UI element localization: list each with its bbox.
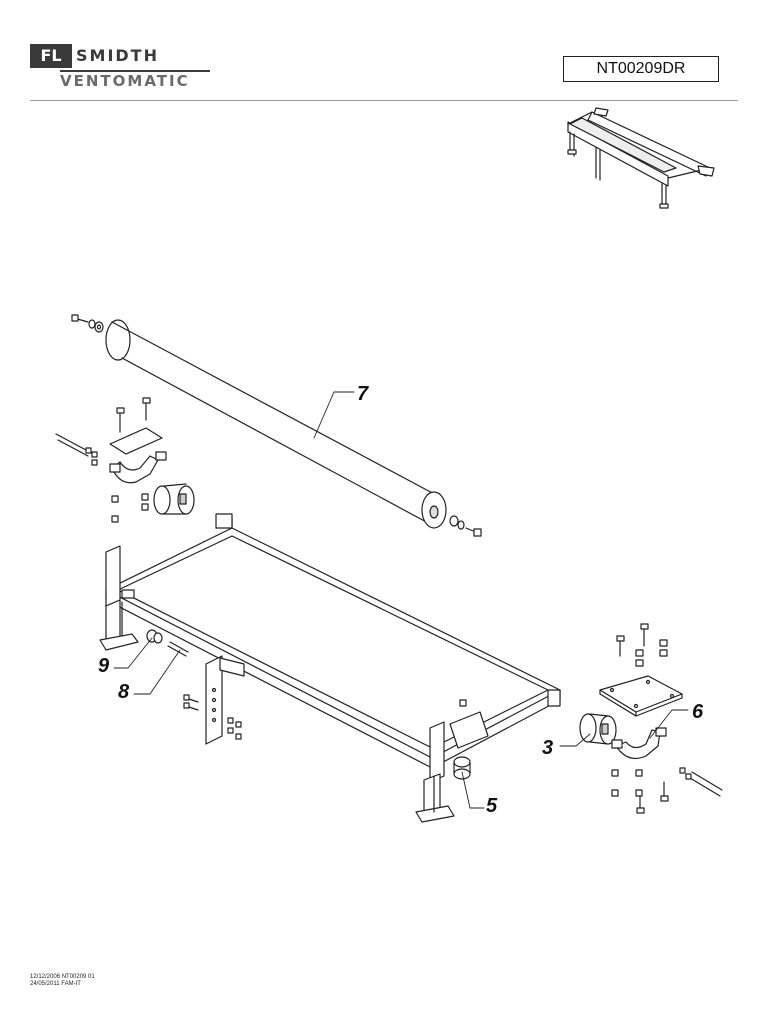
logo-mark: FL [30, 44, 72, 68]
callout-7: 7 [357, 383, 369, 405]
header-divider [30, 100, 738, 101]
footer-line-1: 12/12/2006 NT00209 01 [30, 974, 95, 980]
company-logo: FL SMIDTH VENTOMATIC [30, 40, 220, 92]
footer-revision-info: 12/12/2006 NT00209 01 24/05/2011 FAM-IT [30, 974, 95, 988]
document-number-box: NT00209DR [563, 56, 719, 82]
callout-6: 6 [692, 701, 704, 723]
logo-wordmark: SMIDTH [76, 46, 159, 65]
callout-3: 3 [542, 737, 553, 759]
leader-lines [113, 391, 689, 809]
main-frame [99, 513, 561, 823]
right-bracket-assembly [579, 623, 723, 814]
logo-divider [60, 70, 210, 72]
logo-subtitle: VENTOMATIC [60, 72, 190, 90]
callout-5: 5 [486, 795, 498, 817]
callout-9: 9 [98, 655, 110, 677]
callout-8: 8 [118, 681, 130, 703]
left-bracket-assembly [55, 397, 195, 523]
roller-part-7 [71, 314, 482, 537]
assembly-thumbnail [567, 107, 715, 209]
footer-line-2: 24/05/2011 FAM-IT [30, 981, 81, 987]
